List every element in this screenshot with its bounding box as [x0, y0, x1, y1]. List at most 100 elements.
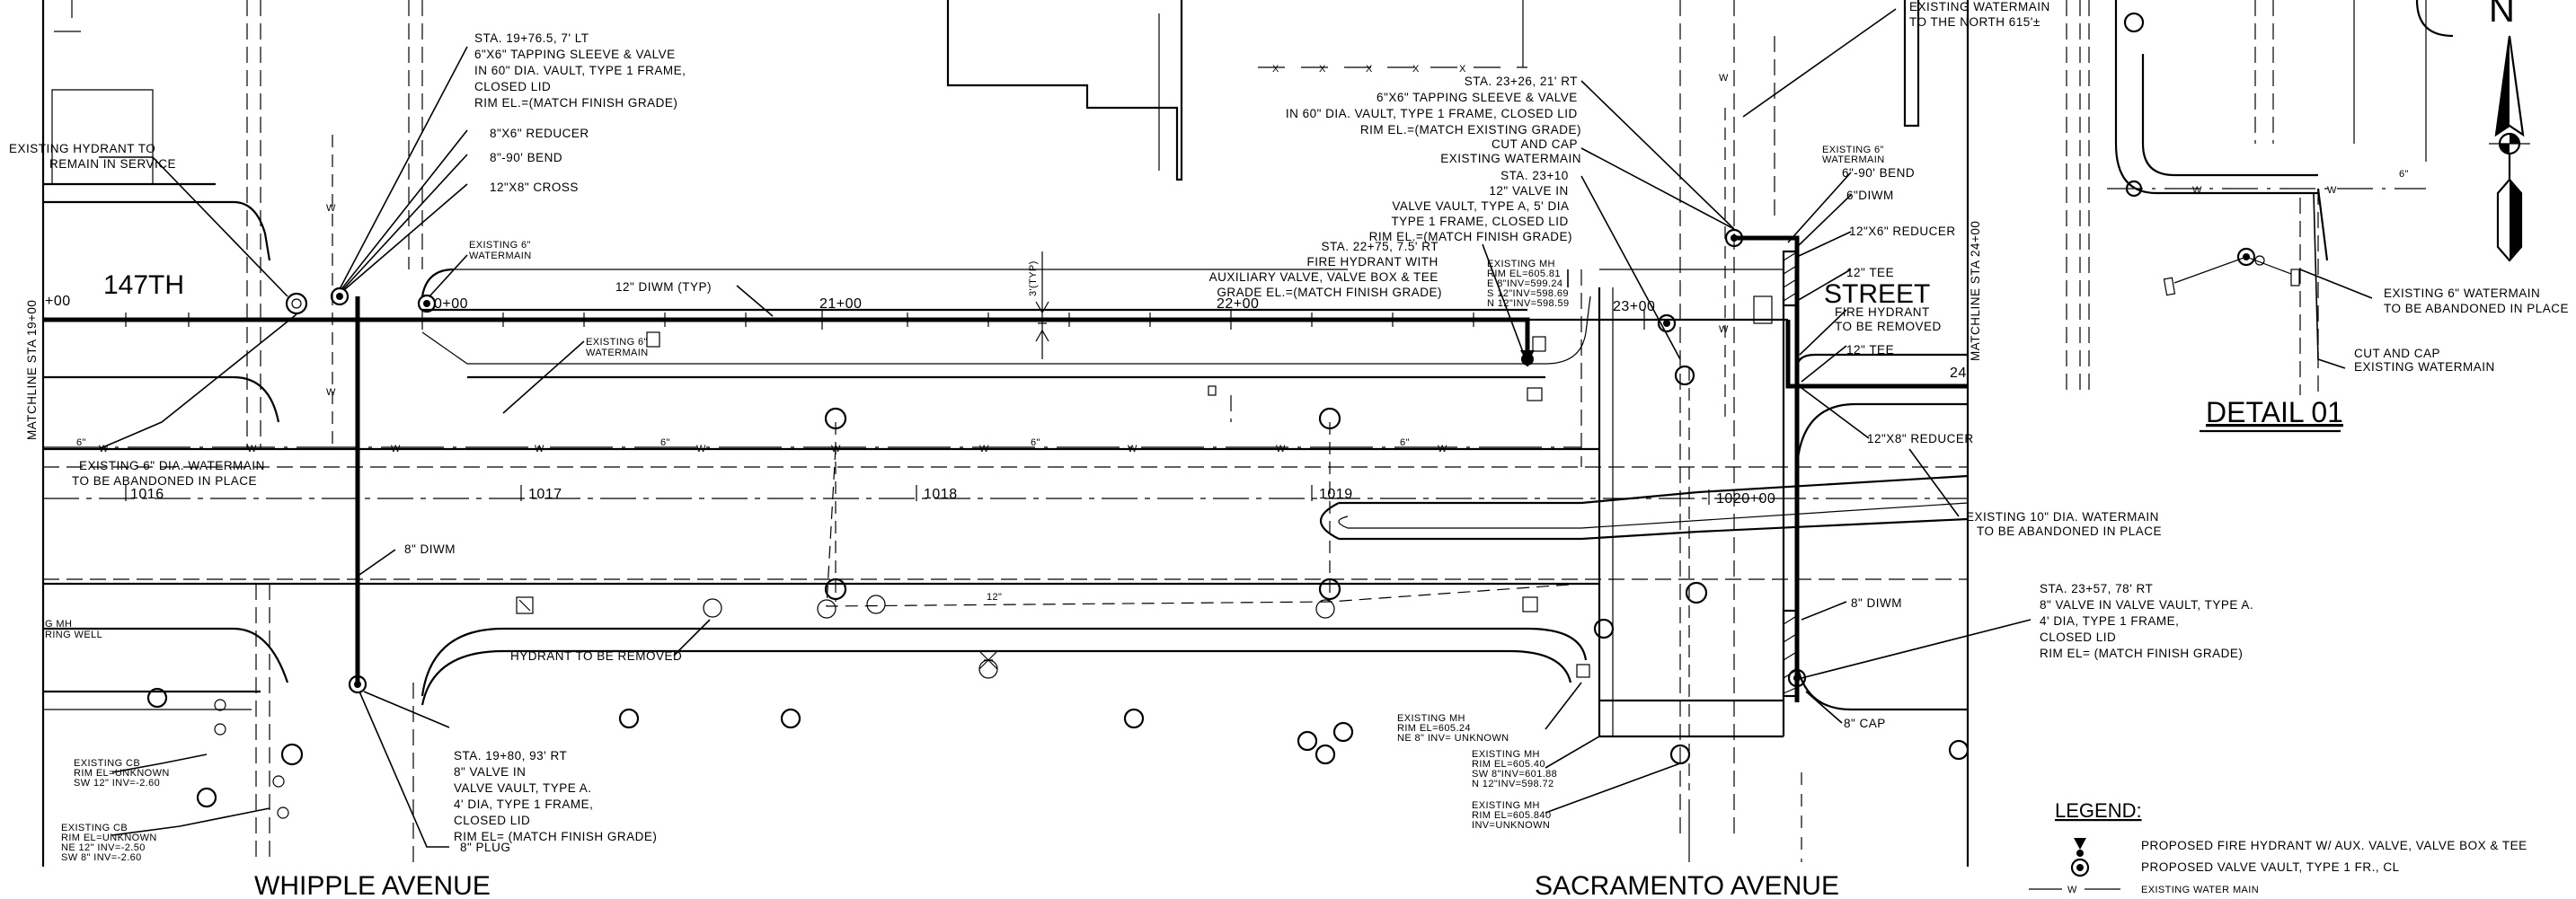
legend-label: PROPOSED VALVE VAULT, TYPE 1 FR., CL: [2141, 860, 2400, 874]
legend: LEGEND: PROPOSED FIRE HYDRANT W/ AUX. VA…: [2029, 799, 2527, 895]
svg-text:W: W: [2192, 185, 2202, 196]
detail-callout-existing-6: EXISTING 6" WATERMAIN TO BE ABANDONED IN…: [2384, 286, 2569, 315]
callout-hydrant-remain: EXISTING HYDRANT TO REMAIN IN SERVICE: [9, 142, 176, 171]
legend-label: EXISTING WATER MAIN: [2141, 885, 2259, 895]
callout-bend-6: 6"-90' BEND: [1842, 166, 1915, 180]
svg-text:W: W: [696, 444, 706, 454]
svg-text:W: W: [1438, 444, 1447, 454]
existing-6-wm-label: WATERMAIN: [586, 348, 649, 358]
existing-6-wm-label: EXISTING 6": [469, 240, 531, 251]
sta-1020-label: 1020+00: [1716, 491, 1775, 507]
matchline-right: MATCHLINE STA 24+00: [1969, 221, 1982, 361]
svg-text:W: W: [1719, 324, 1729, 335]
callout-reducer-12x6: 12"X6" REDUCER: [1849, 225, 1956, 238]
svg-text:W: W: [2327, 185, 2337, 196]
detail-dim-6: 6": [2399, 169, 2409, 180]
svg-text:W: W: [2067, 885, 2077, 895]
callout-sta-1980: STA. 19+80, 93' RT 8" VALVE IN VALVE VAU…: [454, 749, 657, 843]
svg-text:X: X: [1366, 64, 1373, 75]
svg-text:X: X: [1459, 64, 1466, 75]
dim-6-label: 6": [1400, 437, 1410, 448]
legend-item-fire-hydrant: PROPOSED FIRE HYDRANT W/ AUX. VALVE, VAL…: [2074, 838, 2527, 857]
callouts: STA. 19+76.5, 7' LT 6"X6" TAPPING SLEEVE…: [9, 0, 2257, 863]
north-label: N: [2489, 0, 2515, 30]
callout-reducer-12x8: 12"X8" REDUCER: [1867, 432, 1974, 445]
callout-cut-cap: CUT AND CAP EXISTING WATERMAIN: [1440, 137, 1581, 165]
svg-text:X: X: [1319, 64, 1326, 75]
svg-text:W: W: [1276, 444, 1286, 454]
detail-01: W W 6" EXISTING 6" WATERMAIN TO BE ABAND…: [2066, 0, 2569, 433]
callout-existing-6-abandon: EXISTING 6" DIA. WATERMAIN TO BE ABANDON…: [72, 459, 269, 488]
existing-watermain-lines: W W W W W W W W W W W W W W: [43, 73, 1729, 790]
detail-callout-cut-cap: CUT AND CAP EXISTING WATERMAIN: [2354, 347, 2495, 374]
small-labels: 6" 6" 6" 6" 12" 3'(TYP) EXISTING 6" WATE…: [45, 240, 1410, 640]
sta-2000-label: 0+00: [434, 296, 468, 312]
sta-24-label: 24: [1950, 366, 1967, 381]
callout-cross-12x8: 12"X8" CROSS: [490, 181, 579, 194]
callout-existing-mh-1: EXISTING MH RIM EL=605.81 E 8"INV=599.24…: [1487, 259, 1571, 309]
callout-existing-mh-3: EXISTING MH RIM EL=605.40 SW 8"INV=601.8…: [1472, 749, 1561, 789]
typ-3-label: 3'(TYP): [1028, 260, 1039, 296]
symbols: [146, 12, 2145, 819]
sta-1018-label: 1018: [924, 487, 958, 502]
fire-hydrant-symbol: [1520, 350, 1535, 363]
callout-reducer-8x6: 8"X6" REDUCER: [490, 127, 589, 140]
callout-sta-2275: STA. 22+75, 7.5' RT FIRE HYDRANT WITH AU…: [1209, 240, 1442, 299]
whipple-avenue-label: WHIPPLE AVENUE: [254, 871, 491, 899]
legend-item-valve-vault: PROPOSED VALVE VAULT, TYPE 1 FR., CL: [2070, 858, 2400, 877]
svg-text:W: W: [1719, 73, 1729, 84]
svg-text:W: W: [391, 444, 401, 454]
svg-text:W: W: [99, 444, 109, 454]
existing-6-wm-label: EXISTING 6": [586, 337, 648, 348]
svg-text:W: W: [326, 387, 336, 398]
mh-label: RING WELL: [45, 630, 102, 640]
matchline-left: MATCHLINE STA 19+00: [25, 300, 39, 440]
svg-text:W: W: [247, 444, 257, 454]
sacramento-avenue-label: SACRAMENTO AVENUE: [1535, 871, 1839, 899]
sta-1016-label: 1016: [130, 487, 164, 502]
callout-existing-mh-2: EXISTING MH RIM EL=605.24 NE 8" INV= UNK…: [1397, 713, 1509, 744]
leader-lines: [98, 8, 2032, 848]
dim-6-label: 6": [660, 437, 670, 448]
road-linework: X X X X X: [41, 0, 1970, 867]
sta-2300-label: 23+00: [1613, 299, 1655, 314]
street-label: STREET: [1824, 279, 1930, 309]
callout-cap-8: 8" CAP: [1844, 717, 1886, 730]
callout-tee-12-b: 12" TEE: [1846, 343, 1894, 357]
callout-sta-2310: STA. 23+10 12" VALVE IN VALVE VAULT, TYP…: [1369, 169, 1572, 243]
callout-sta-2326: STA. 23+26, 21' RT 6"X6" TAPPING SLEEVE …: [1286, 75, 1581, 137]
callout-diwm-8-left: 8" DIWM: [404, 542, 456, 556]
station-ticks: [125, 313, 1474, 327]
callout-existing-6-wm: EXISTING 6" WATERMAIN: [1822, 145, 1887, 165]
callout-fh-removed: FIRE HYDRANT TO BE REMOVED: [1835, 305, 1942, 333]
svg-text:W: W: [979, 444, 989, 454]
sta-1900-label: +00: [45, 294, 71, 309]
sta-2100-label: 21+00: [819, 296, 862, 312]
callout-bend-8: 8"-90' BEND: [490, 151, 562, 164]
callout-existing-cb-2: EXISTING CB RIM EL=UNKNOWN NE 12" INV=-2…: [61, 823, 160, 863]
sta-1019-label: 1019: [1319, 487, 1353, 502]
callout-diwm-6: 6"DIWM: [1846, 189, 1894, 202]
street-labels: WHIPPLE AVENUE SACRAMENTO AVENUE 147TH S…: [103, 270, 2343, 899]
callout-plug-8: 8" PLUG: [460, 841, 510, 854]
svg-text:W: W: [831, 444, 841, 454]
callout-existing-wm-north: EXISTING WATERMAIN TO THE NORTH 615'±: [1909, 0, 2054, 29]
svg-text:X: X: [1412, 64, 1420, 75]
legend-title: LEGEND:: [2055, 799, 2142, 822]
detail-title: DETAIL 01: [2206, 396, 2343, 428]
callout-sta-2357: STA. 23+57, 78' RT 8" VALVE IN VALVE VAU…: [2040, 582, 2257, 660]
station-labels: +00 0+00 21+00 22+00 23+00 24 1016 1017 …: [45, 294, 1967, 507]
callout-hydrant-removed: HYDRANT TO BE REMOVED: [510, 649, 682, 663]
dim-6-label: 6": [76, 437, 86, 448]
callout-tee-12-a: 12" TEE: [1846, 266, 1894, 279]
matchline-labels: MATCHLINE STA 19+00 MATCHLINE STA 24+00: [25, 221, 1982, 440]
callout-diwm-12: 12" DIWM (TYP): [615, 280, 712, 294]
svg-text:W: W: [535, 444, 544, 454]
callout-existing-cb-1: EXISTING CB RIM EL=UNKNOWN SW 12" INV=-2…: [74, 758, 173, 789]
sta-1017-label: 1017: [528, 487, 562, 502]
callout-existing-mh-4: EXISTING MH RIM EL=605.840 INV=UNKNOWN: [1472, 800, 1554, 831]
proposed-watermain: [43, 235, 1968, 702]
sta-2200-label: 22+00: [1217, 296, 1259, 312]
legend-item-existing-watermain: W EXISTING WATER MAIN: [2029, 885, 2259, 895]
